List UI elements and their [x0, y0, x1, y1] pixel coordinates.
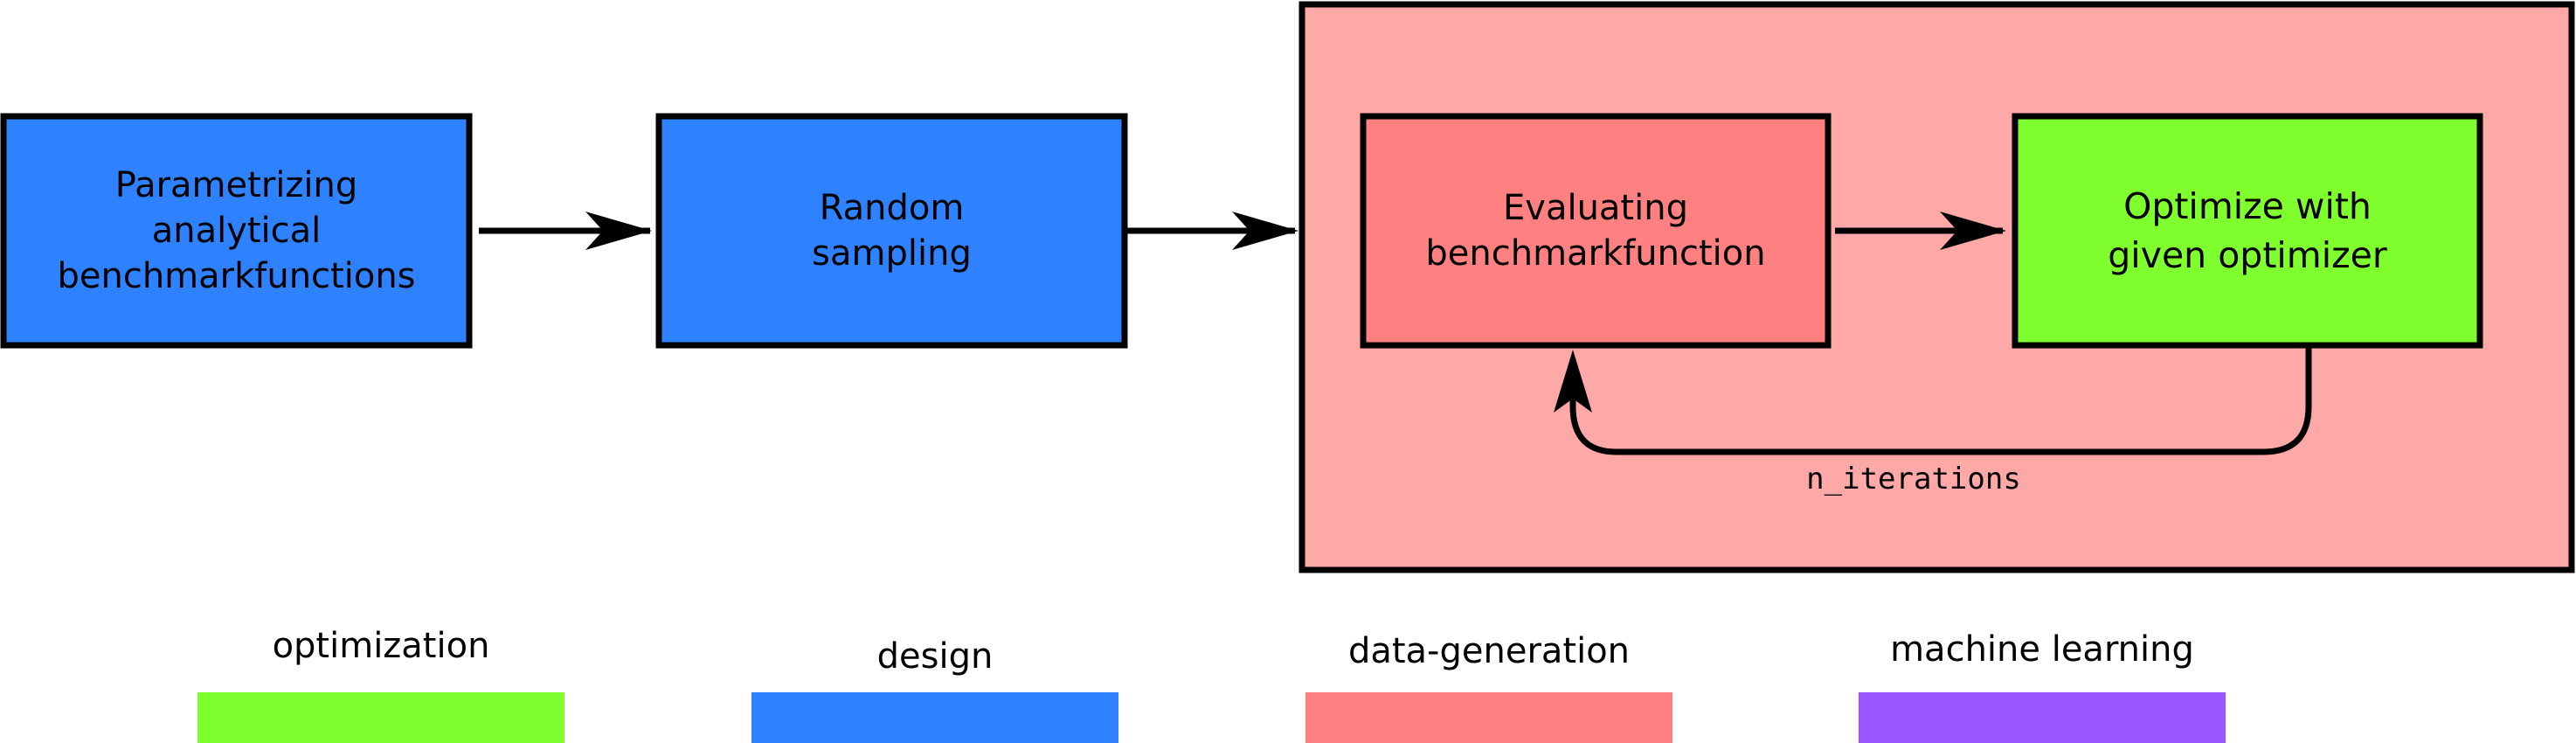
legend-swatch-machine-learning [1859, 692, 2226, 743]
legend-label-machine-learning: machine learning [1890, 629, 2194, 670]
arrowhead-1 [585, 212, 652, 250]
legend-label-optimization: optimization [272, 626, 490, 666]
sampling-label: Random sampling [812, 188, 972, 274]
legend-swatch-design [751, 692, 1118, 743]
parametrize-box [0, 113, 473, 349]
loop-label: n_iterations [1806, 462, 2021, 496]
sampling-box [655, 113, 1128, 349]
loop-arrow-optimize-to-evaluate [1569, 348, 2312, 455]
legend-label-design: design [876, 636, 994, 677]
legend-label-data-generation: data-generation [1347, 631, 1631, 671]
parametrize-label: Parametrizing analytical benchmarkfuncti… [57, 165, 416, 296]
optimize-box [2012, 113, 2483, 349]
legend-swatch-optimization [197, 692, 564, 743]
evaluate-box [1360, 113, 1832, 349]
arrowhead-2 [1232, 212, 1298, 250]
arrowhead-3 [1940, 212, 2006, 250]
evaluate-label: Evaluating benchmarkfunction [1425, 188, 1766, 274]
legend-swatch-data-generation [1305, 692, 1672, 743]
loop-arrowhead [1554, 350, 1592, 413]
optimize-label: Optimize with given optimizer [2108, 185, 2387, 276]
